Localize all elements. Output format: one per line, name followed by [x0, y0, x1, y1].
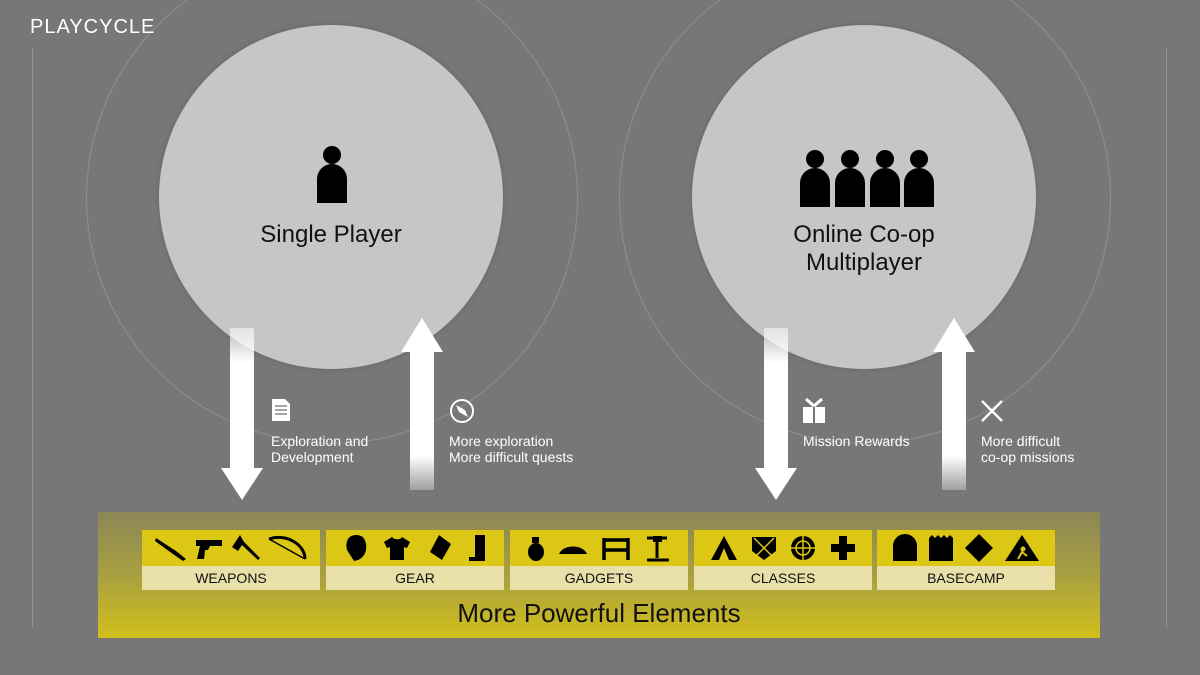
divider — [32, 48, 33, 628]
pistol-icon — [195, 540, 222, 559]
crossed-swords-icon — [981, 400, 1003, 422]
mine-icon — [559, 546, 588, 554]
rewards-caption: Mission Rewards — [803, 433, 910, 449]
up-arrow — [933, 318, 975, 490]
single-player-circle: Single Player — [159, 25, 503, 369]
shield-icon — [751, 537, 776, 560]
category-label: CLASSES — [694, 566, 872, 590]
category-basecamp: BASECAMP — [877, 530, 1055, 590]
category-gear: GEAR — [326, 530, 504, 590]
mask-icon — [345, 535, 366, 561]
glove-icon — [429, 535, 451, 560]
gift-icon — [803, 398, 825, 423]
category-classes: CLASSES — [694, 530, 872, 590]
tent-class-icon — [711, 536, 738, 560]
medic-cross-icon — [830, 536, 855, 560]
coop-circle: Online Co-op Multiplayer — [692, 25, 1036, 369]
group-icon — [800, 150, 934, 207]
missions-caption: More difficult co-op missions — [981, 433, 1075, 465]
exploration-caption: Exploration and Development — [271, 433, 369, 465]
down-arrow — [221, 328, 263, 500]
tent-icon — [1005, 535, 1039, 561]
quests-caption: More exploration More difficult quests — [449, 433, 574, 465]
panel-title: More Powerful Elements — [457, 598, 741, 628]
machete-icon — [155, 538, 187, 561]
category-label: BASECAMP — [877, 566, 1055, 590]
bunker-icon — [893, 534, 917, 561]
down-arrow — [755, 328, 797, 500]
player-icon — [317, 146, 347, 203]
fence-icon — [929, 535, 953, 561]
category-label: GEAR — [326, 566, 504, 590]
compass-icon — [450, 399, 474, 423]
axe-icon — [232, 535, 261, 560]
crosshair-icon — [791, 536, 816, 560]
single-player-label: Single Player — [260, 221, 402, 248]
up-arrow — [401, 318, 443, 490]
turret-icon — [647, 536, 670, 562]
page-title: PLAYCYCLE — [30, 16, 156, 38]
category-gadgets: GADGETS — [510, 530, 688, 590]
boot-icon — [468, 535, 485, 561]
category-label: GADGETS — [510, 566, 688, 590]
diamond-sign-icon — [965, 534, 993, 562]
arrows — [221, 318, 975, 500]
bow-icon — [268, 536, 307, 560]
divider — [1166, 48, 1167, 628]
category-label: WEAPONS — [142, 566, 320, 590]
category-weapons: WEAPONS — [142, 530, 320, 590]
grenade-icon — [527, 537, 544, 561]
coop-label: Online Co-op Multiplayer — [793, 221, 935, 276]
shirt-icon — [383, 537, 410, 560]
barricade-icon — [602, 538, 630, 560]
document-icon — [272, 399, 290, 421]
